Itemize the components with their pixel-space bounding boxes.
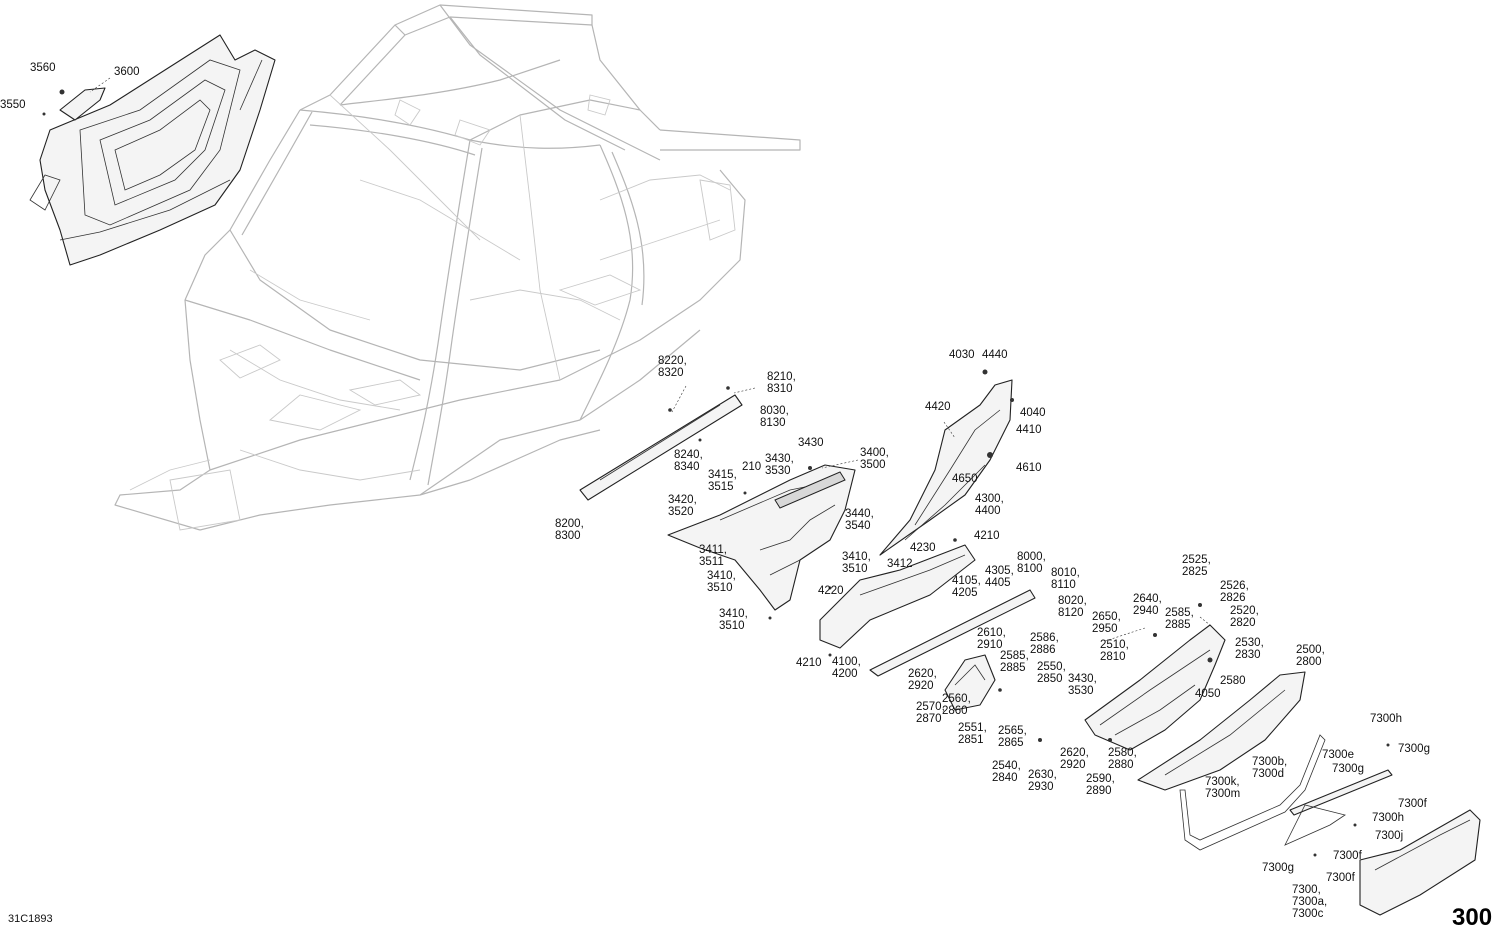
part-label-4420: 4420 [925,401,951,413]
part-label-8210: 8210,8310 [767,371,796,395]
part-label-8200: 8200,8300 [555,518,584,542]
part-label-8010: 8010,8110 [1051,567,1080,591]
part-label-2510: 2510,2810 [1100,639,1129,663]
part-label-2525: 2525,2825 [1182,554,1211,578]
part-label-4030: 4030 [949,349,975,361]
part-label-2520: 2520,2820 [1230,605,1259,629]
part-label-2500: 2500,2800 [1296,644,1325,668]
part-label-4100: 4100,4200 [832,656,861,680]
part-label-3400: 3400,3500 [860,447,889,471]
part-label-2586: 2586,2886 [1030,632,1059,656]
part-label-3430b: 3430,3530 [765,453,794,477]
front-panel-assembly [29,34,276,266]
part-label-2526: 2526,2826 [1220,580,1249,604]
part-label-3440: 3440,3540 [845,508,874,532]
door-inner-frame [1084,603,1226,751]
part-label-7300h_a: 7300h [1370,713,1402,725]
diagram-id: 31C1893 [8,913,53,925]
part-label-3412: 3412 [887,558,913,570]
part-label-3600: 3600 [114,66,140,78]
part-label-4305: 4305,4405 [985,565,1014,589]
part-label-2540: 2540,2840 [992,760,1021,784]
part-label-3430a: 3430 [798,437,824,449]
front-side-panel [667,464,856,620]
part-label-7300f_a: 7300f [1398,798,1428,810]
part-label-8220: 8220,8320 [658,355,687,379]
part-label-2640: 2640,2940 [1133,593,1162,617]
part-label-7300g_c: 7300g [1262,862,1294,874]
part-label-2530: 2530,2830 [1235,637,1264,661]
part-label-7300k: 7300k,7300m [1205,776,1240,800]
part-label-4040: 4040 [1020,407,1046,419]
part-label-4105: 4105,4205 [952,575,981,599]
part-label-2590: 2590,2890 [1086,773,1115,797]
part-label-2560: 2560,2860 [942,693,971,717]
part-label-3430c: 3430,3530 [1068,673,1097,697]
part-label-8020: 8020,8120 [1058,595,1087,619]
part-label-3415: 3415,3515 [708,469,737,493]
part-label-3410c: 3410,3510 [719,608,748,632]
part-label-4210b: 4210 [796,657,822,669]
part-label-2610: 2610,2910 [977,627,1006,651]
part-label-2570: 2570,2870 [916,701,945,725]
part-label-4650: 4650 [952,473,978,485]
part-label-4210a: 4210 [974,530,1000,542]
page-number: 300 [1452,904,1492,931]
part-label-7300e: 7300e [1322,749,1354,761]
part-label-8240: 8240,8340 [674,449,703,473]
door-seal-and-net [1179,734,1481,916]
leader-lines [89,77,1211,642]
part-label-7300j: 7300j [1375,830,1403,842]
part-label-4220: 4220 [818,585,844,597]
part-label-4410: 4410 [1016,424,1042,436]
part-label-210: 210 [742,461,761,473]
part-number-labels: 3560 3600 3550 8220,8320 8210,8310 8030,8130 8… [0,62,1430,920]
part-label-2550: 2550,2850 [1037,661,1066,685]
part-label-2630: 2630,2930 [1028,769,1057,793]
part-label-2580a: 2580 [1220,675,1246,687]
rocker-rail [579,386,743,501]
part-label-8030: 8030,8130 [760,405,789,429]
lower-rocker-panel [819,538,1036,677]
part-label-7300b: 7300b,7300d [1252,756,1287,780]
part-label-2620b: 2620,2920 [1060,747,1089,771]
part-label-7300: 7300,7300a,7300c [1292,884,1327,920]
vehicle-frame [114,4,801,531]
part-label-3411: 3411,3511 [699,544,727,568]
part-label-3560: 3560 [30,62,56,74]
part-label-3420: 3420,3520 [668,494,697,518]
rear-upper-panel [879,369,1014,556]
part-label-4300: 4300,4400 [975,493,1004,517]
part-label-4050: 4050 [1195,688,1221,700]
part-label-4440: 4440 [982,349,1008,361]
part-label-2620a: 2620,2920 [908,668,937,692]
part-label-3550: 3550 [0,99,26,111]
part-label-2585b: 2585,2885 [1000,650,1029,674]
part-label-2551: 2551,2851 [958,722,987,746]
part-label-4230: 4230 [910,542,936,554]
part-label-7300g_a: 7300g [1398,743,1430,755]
door-bracket [944,654,1112,742]
part-label-7300h_b: 7300h [1372,812,1404,824]
part-label-2650: 2650,2950 [1092,611,1121,635]
part-label-2585a: 2585,2885 [1165,607,1194,631]
part-label-4610: 4610 [1016,462,1042,474]
part-label-7300f_b: 7300f [1333,850,1363,862]
part-label-3410b: 3410,3510 [842,551,871,575]
part-label-2565: 2565,2865 [998,725,1027,749]
part-label-2580b: 2580,2880 [1108,747,1137,771]
part-label-7300f_c: 7300f [1326,872,1356,884]
door-outer-panel [1137,671,1306,791]
part-label-3410a: 3410,3510 [707,570,736,594]
part-label-7300g_b: 7300g [1332,763,1364,775]
part-label-8000: 8000,8100 [1017,551,1046,575]
